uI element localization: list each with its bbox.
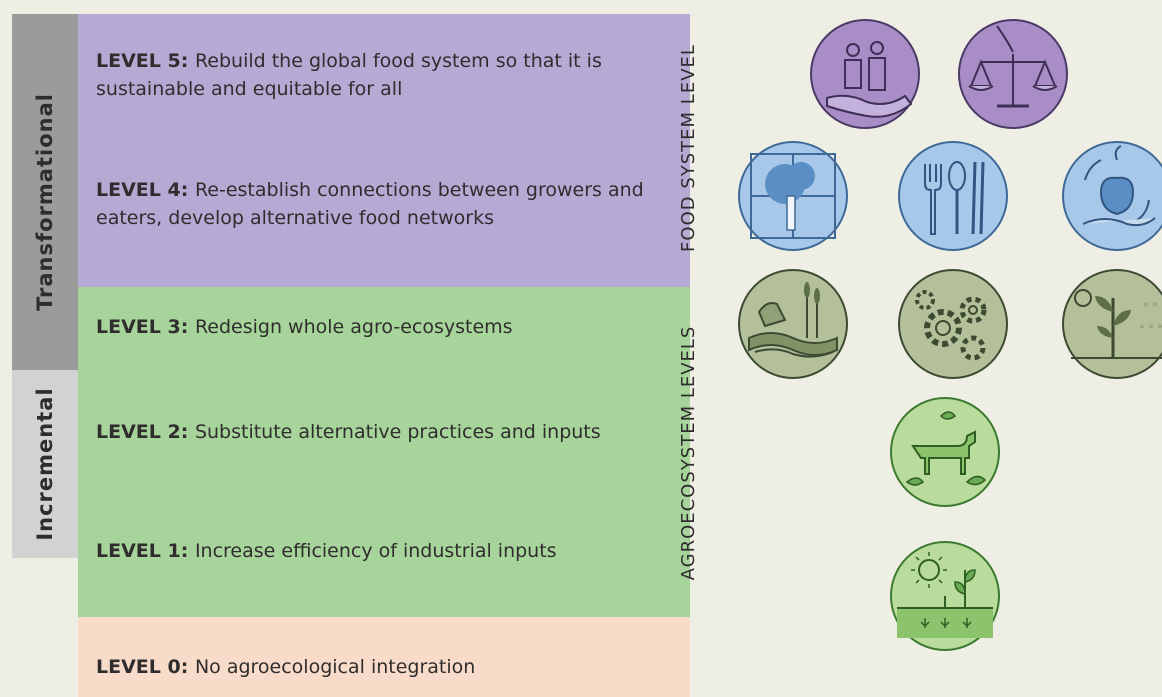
plant-rain-icon: ◦ ◦ ◦ ◦ ◦ — [1061, 268, 1162, 380]
level-3-text: Redesign whole agro-ecosystems — [194, 316, 513, 338]
level-2-tag: LEVEL 2 — [96, 421, 181, 443]
svg-text:◦ ◦: ◦ ◦ — [1143, 300, 1158, 311]
level-0-text: No agroecological integration — [194, 656, 476, 678]
level0-band — [78, 617, 690, 697]
transformational-bar — [12, 14, 78, 370]
level-2-text: Substitute alternative practices and inp… — [194, 421, 601, 443]
cow-leaves-icon — [889, 396, 1001, 508]
level-0-tag: LEVEL 0 — [96, 656, 181, 678]
level-0: LEVEL 0: No agroecological integration — [96, 656, 476, 678]
scales-icon — [957, 18, 1069, 130]
incremental-label: Incremental — [33, 387, 57, 541]
level-1-text: Increase efficiency of industrial inputs — [194, 540, 557, 562]
food-system-level-label: FOOD SYSTEM LEVEL — [678, 44, 699, 252]
agroecosystem-band — [78, 287, 690, 617]
level-4-tag: LEVEL 4 — [96, 179, 181, 201]
gears-icon — [897, 268, 1009, 380]
level-1: LEVEL 1: Increase efficiency of industri… — [96, 540, 557, 562]
sun-seedlings-icon — [889, 540, 1001, 652]
level-2: LEVEL 2: Substitute alternative practice… — [96, 421, 601, 443]
level-4: LEVEL 4: Re-establish connections betwee… — [96, 179, 644, 229]
svg-text:◦ ◦ ◦: ◦ ◦ ◦ — [1139, 322, 1162, 333]
tree-window-icon — [737, 140, 849, 252]
level-3-tag: LEVEL 3 — [96, 316, 181, 338]
apple-cycle-icon — [1061, 140, 1162, 252]
food-system-band — [78, 14, 690, 287]
animal-landscape-icon — [737, 268, 849, 380]
level-5-text: Rebuild the global food system so that i… — [96, 50, 602, 100]
level-1-tag: LEVEL 1 — [96, 540, 181, 562]
incremental-bar — [12, 370, 78, 558]
level-4-text: Re-establish connections between growers… — [96, 179, 644, 229]
agroecosystem-levels-label: AGROECOSYSTEM LEVELS — [678, 325, 699, 581]
level-5-tag: LEVEL 5 — [96, 50, 181, 72]
utensils-icon — [897, 140, 1009, 252]
people-hand-icon — [809, 18, 921, 130]
level-5: LEVEL 5: Rebuild the global food system … — [96, 50, 602, 100]
level-3: LEVEL 3: Redesign whole agro-ecosystems — [96, 316, 513, 338]
